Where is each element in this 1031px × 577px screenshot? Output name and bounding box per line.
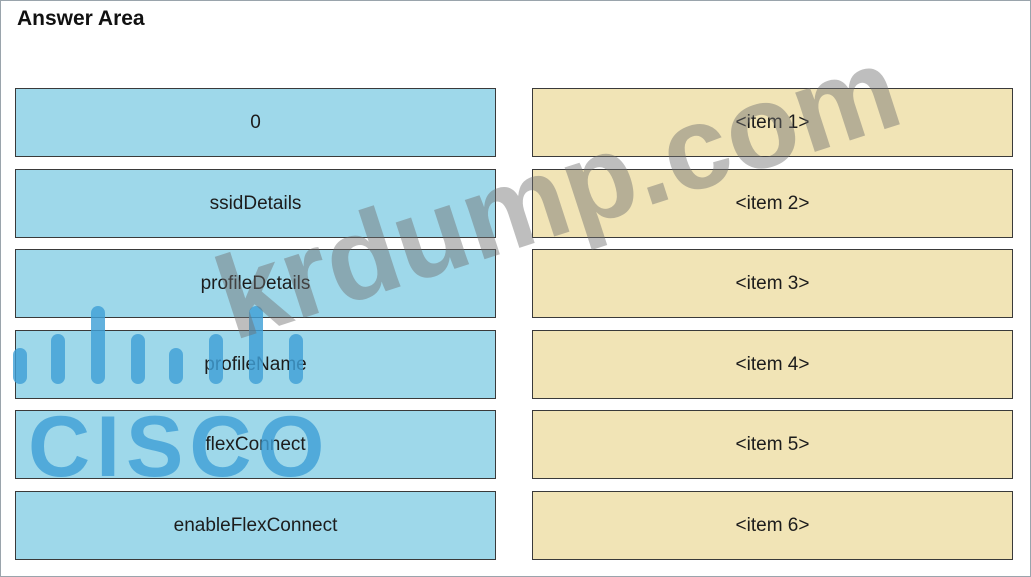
option-box[interactable]: enableFlexConnect: [15, 491, 496, 560]
target-slot[interactable]: <item 2>: [532, 169, 1013, 238]
option-box[interactable]: ssidDetails: [15, 169, 496, 238]
target-slot[interactable]: <item 6>: [532, 491, 1013, 560]
target-slot[interactable]: <item 4>: [532, 330, 1013, 399]
option-box[interactable]: profileDetails: [15, 249, 496, 318]
answer-area-title: Answer Area: [17, 7, 145, 30]
option-box[interactable]: profileName: [15, 330, 496, 399]
target-slot[interactable]: <item 1>: [532, 88, 1013, 157]
target-slot[interactable]: <item 5>: [532, 410, 1013, 479]
option-box[interactable]: flexConnect: [15, 410, 496, 479]
target-slot[interactable]: <item 3>: [532, 249, 1013, 318]
option-box[interactable]: 0: [15, 88, 496, 157]
